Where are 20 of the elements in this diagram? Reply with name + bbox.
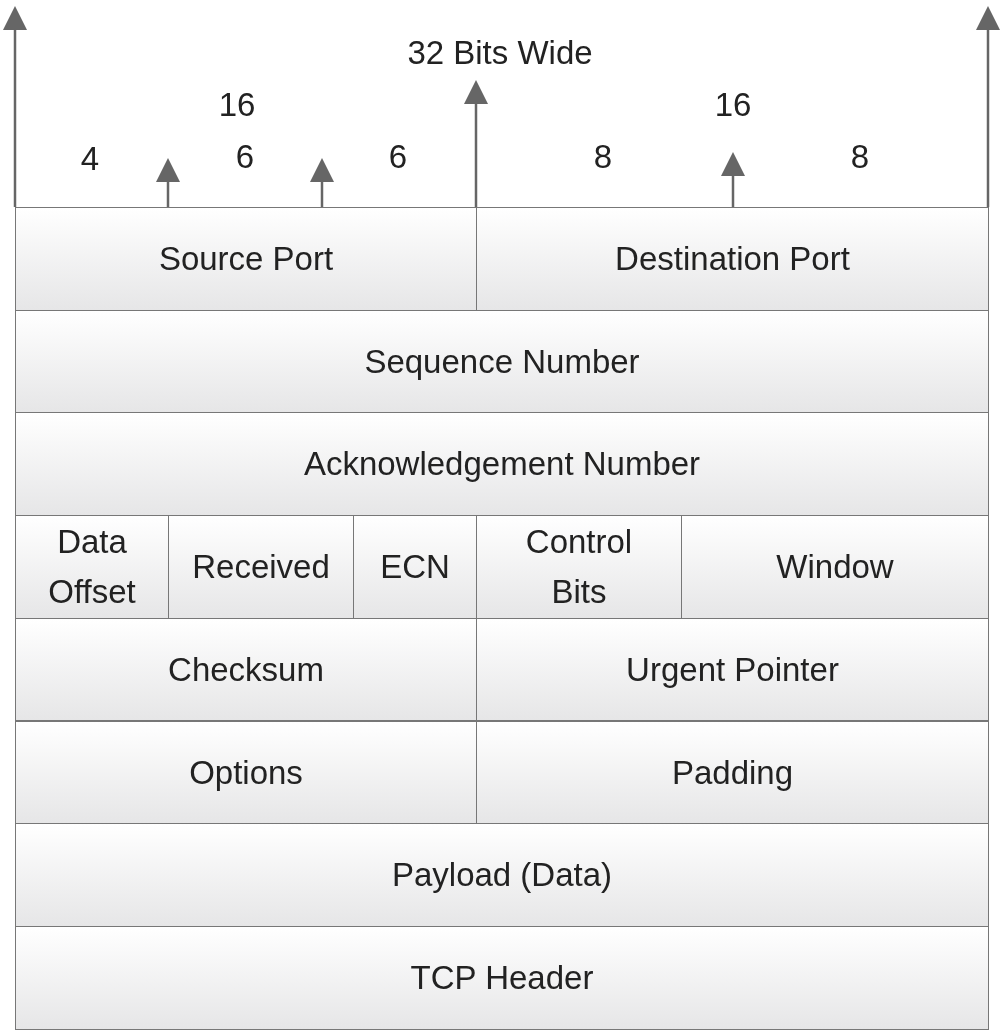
bit-count-label: 16 bbox=[714, 86, 752, 124]
header-field-cell: Source Port bbox=[15, 207, 477, 311]
header-field-cell: TCP Header bbox=[15, 925, 989, 1030]
header-field-cell: Options bbox=[15, 720, 477, 825]
header-field-cell: Acknowledgement Number bbox=[15, 412, 989, 517]
bit-count-label: 6 bbox=[388, 138, 408, 176]
bit-count-label: 6 bbox=[235, 138, 255, 176]
bit-count-label: 8 bbox=[850, 138, 870, 176]
header-field-cell: Destination Port bbox=[476, 207, 989, 311]
bit-count-label: 8 bbox=[593, 138, 613, 176]
bit-count-label: 16 bbox=[218, 86, 256, 124]
header-field-cell: Payload (Data) bbox=[15, 823, 989, 927]
width-label: 32 Bits Wide bbox=[407, 34, 593, 72]
header-field-cell: Checksum bbox=[15, 617, 477, 722]
bit-count-label: 4 bbox=[80, 140, 100, 178]
header-field-cell: Data Offset bbox=[15, 515, 169, 619]
header-field-cell: Urgent Pointer bbox=[476, 617, 989, 722]
header-field-cell: Sequence Number bbox=[15, 309, 989, 414]
header-field-cell: Padding bbox=[476, 720, 989, 825]
header-field-cell: Window bbox=[681, 515, 989, 619]
